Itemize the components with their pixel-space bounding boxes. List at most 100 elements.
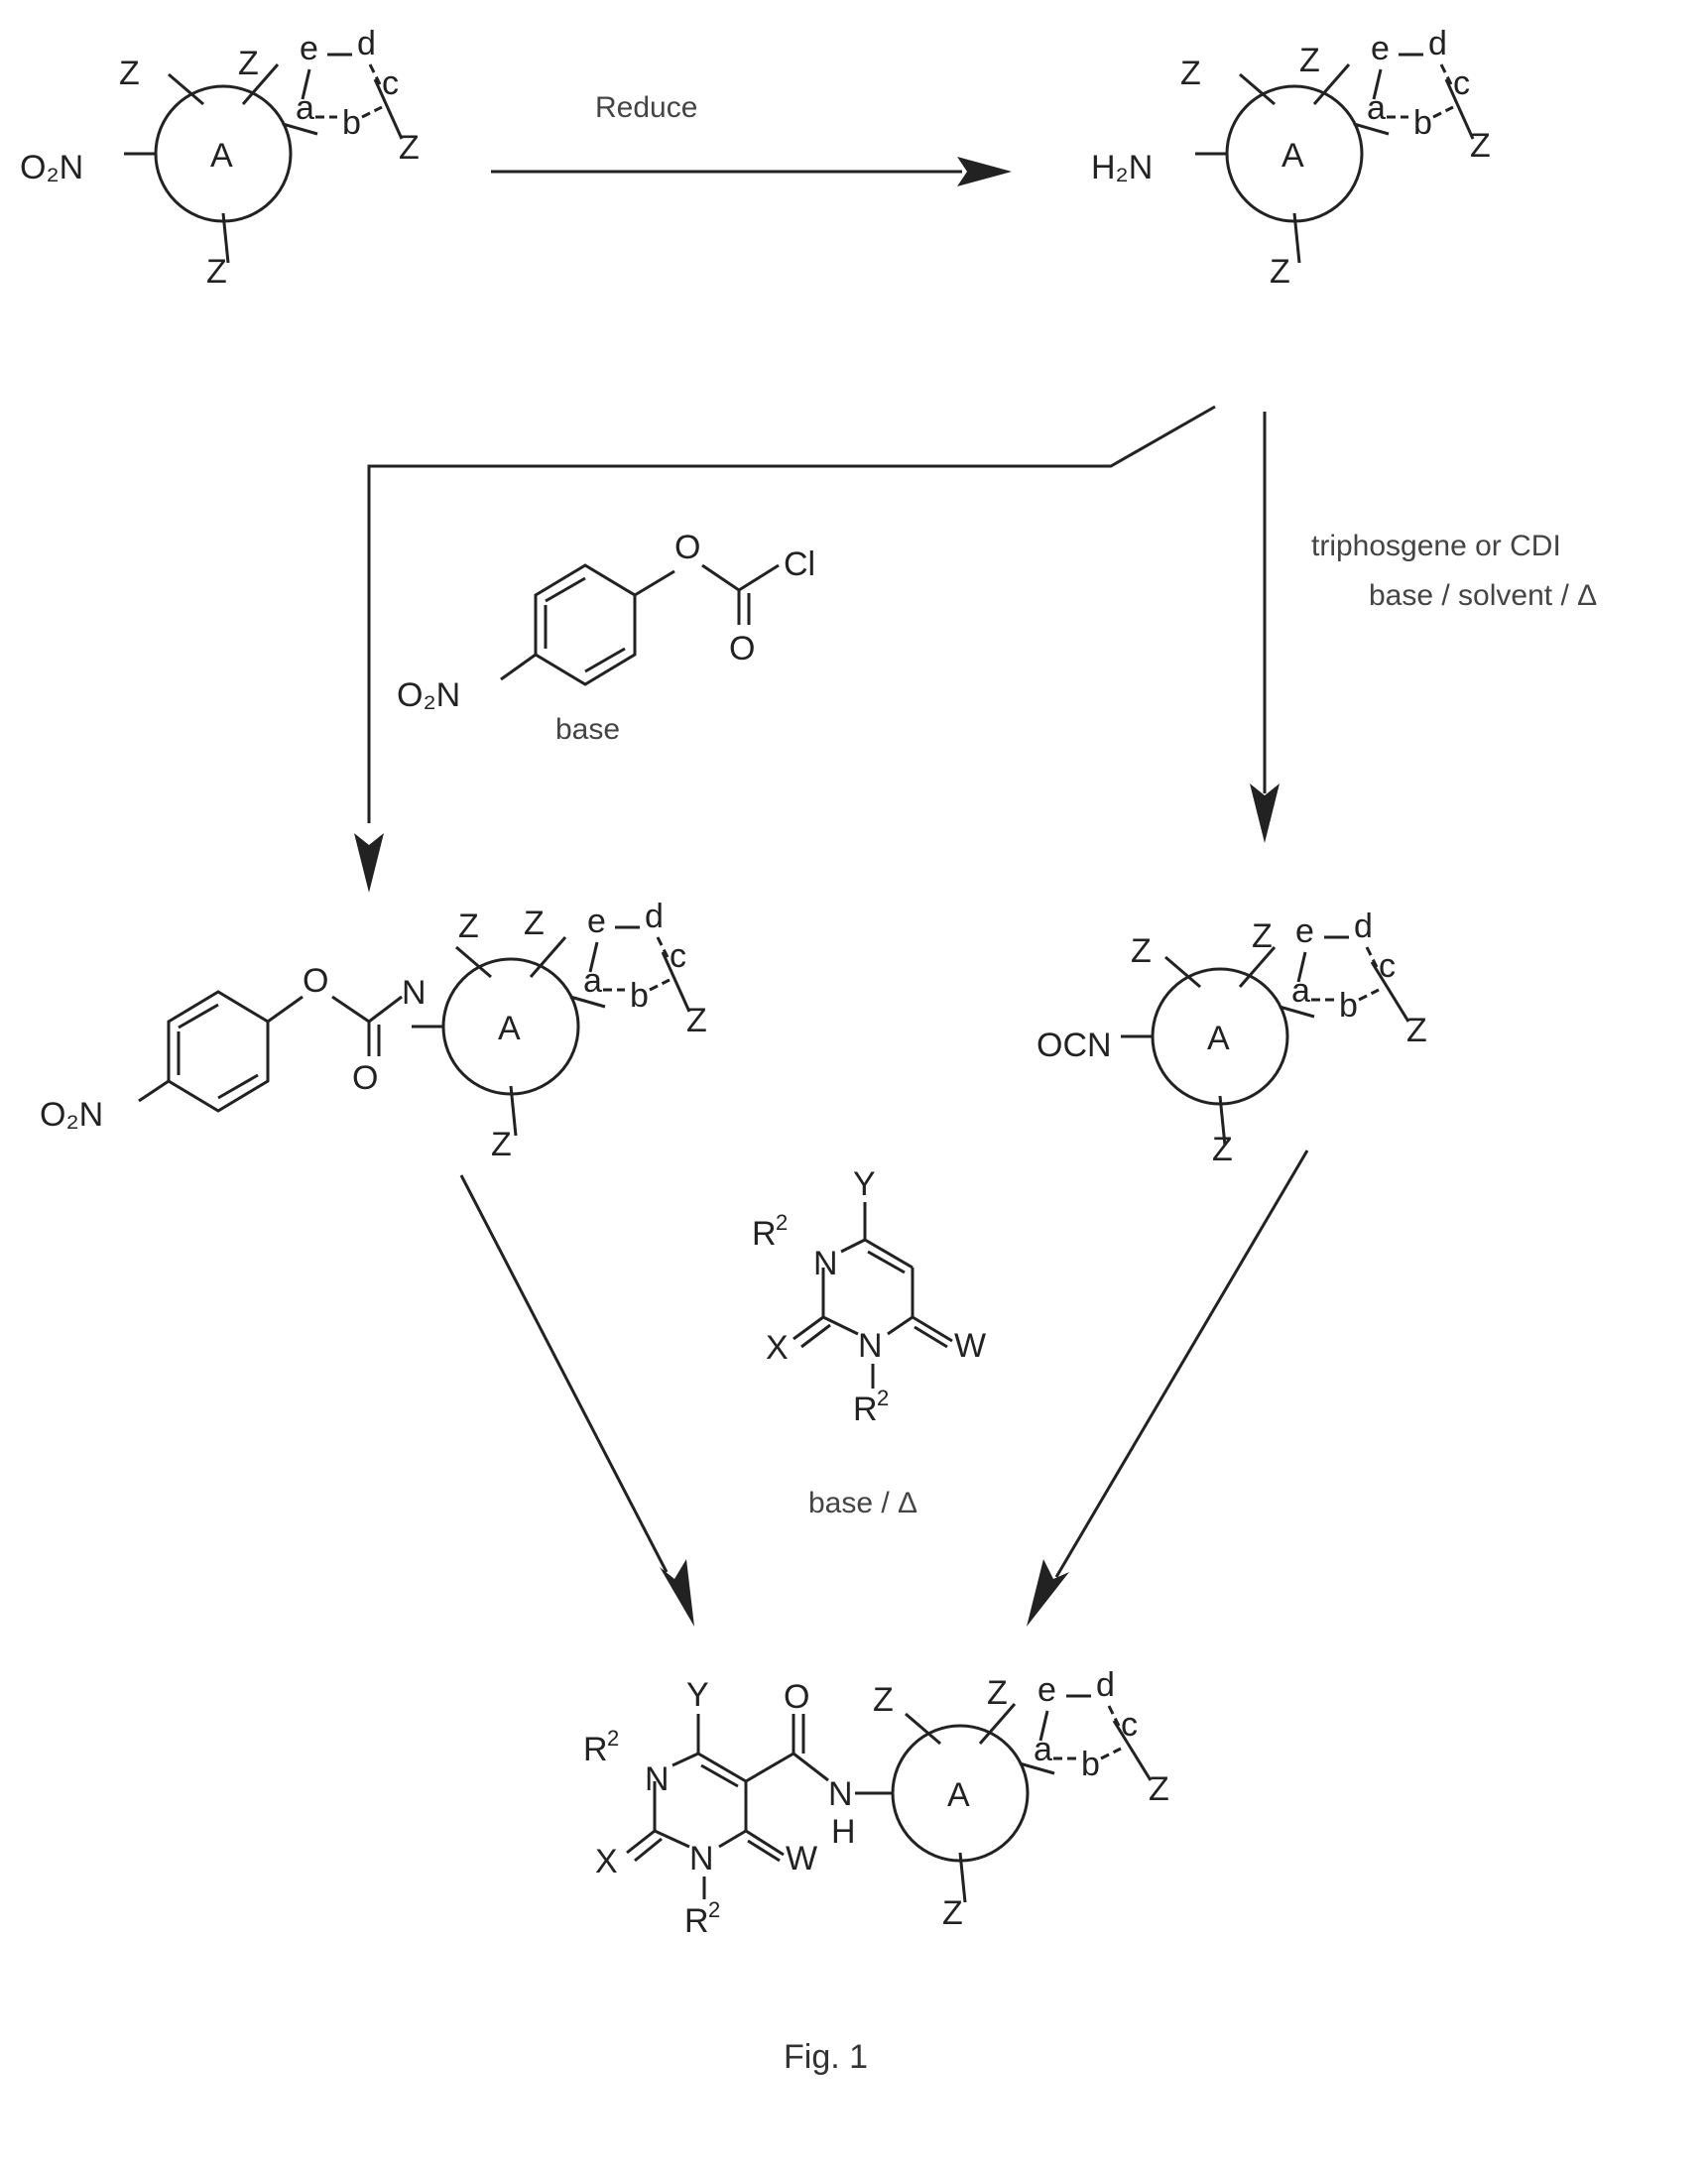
- bond-line: [888, 1317, 913, 1334]
- nitro-group-label: O₂N: [20, 149, 83, 186]
- z-label: Z: [1252, 917, 1273, 955]
- r2-label: R: [684, 1902, 709, 1940]
- figure-caption: Fig. 1: [784, 2038, 868, 2076]
- z-label: Z: [491, 1126, 512, 1163]
- reagent-base: base: [555, 713, 620, 746]
- r2-superscript: 2: [708, 1897, 720, 1922]
- nitro-group-label: O₂N: [397, 676, 460, 714]
- bond-line: [362, 107, 382, 117]
- atom-label-b: b: [1081, 1746, 1100, 1783]
- atom-label-e: e: [300, 30, 318, 67]
- z-label: Z: [206, 253, 227, 291]
- bond-line: [1433, 107, 1453, 117]
- x-label: X: [595, 1843, 618, 1880]
- compound-product: Y W N X N R 2 R 2 O N H A Z Z Z a b: [583, 1666, 1169, 1940]
- z-label: Z: [1406, 1012, 1427, 1049]
- bond-line: [585, 649, 625, 671]
- z-label: Z: [238, 45, 259, 82]
- bond-line: [1101, 1749, 1121, 1758]
- bond-line: [915, 1327, 947, 1347]
- z-label: Z: [1180, 55, 1201, 92]
- r2-superscript: 2: [776, 1210, 788, 1235]
- bond-line: [1359, 990, 1379, 1000]
- w-label: W: [954, 1327, 986, 1365]
- bond-line: [546, 578, 585, 601]
- y-label: Y: [686, 1676, 709, 1714]
- atom-label-c: c: [382, 64, 399, 102]
- bond-line: [179, 1005, 218, 1028]
- hydrogen-label: H: [831, 1813, 856, 1851]
- z-label: Z: [1299, 42, 1320, 79]
- ring-label-A: A: [210, 137, 233, 175]
- atom-label-c: c: [1453, 64, 1470, 102]
- atom-label-d: d: [645, 898, 664, 935]
- nitrogen-label: N: [858, 1327, 883, 1365]
- r2-label: R: [752, 1215, 777, 1253]
- nitrogen-label: N: [645, 1760, 670, 1798]
- bond-line: [169, 992, 268, 1111]
- z-label: Z: [987, 1674, 1008, 1712]
- r2-label: R: [853, 1391, 878, 1428]
- carbonyl-oxygen-label: O: [729, 630, 755, 667]
- compound-nitro-start: A Z Z Z O₂N a b c d e Z: [20, 25, 420, 291]
- arrowhead: [957, 157, 1012, 186]
- arrowhead: [354, 833, 384, 893]
- arrow-reduce: Reduce: [491, 91, 1012, 186]
- reagent-pyrimidine: Y W N X N R 2 R 2 base / Δ: [752, 1165, 986, 1519]
- z-label: Z: [1149, 1770, 1169, 1808]
- w-label: W: [786, 1840, 817, 1877]
- compound-carbamate: O₂N O O N A Z Z Z a b c d e Z: [40, 898, 707, 1163]
- bond-line: [702, 565, 739, 590]
- z-label: Z: [686, 1002, 707, 1039]
- r2-superscript: 2: [877, 1386, 889, 1410]
- arrow-right-branch: triphosgene or CDI base / solvent / Δ: [1250, 412, 1597, 843]
- z-label: Z: [119, 55, 140, 92]
- atom-label-e: e: [587, 903, 606, 940]
- reagent-nitrophenyl-chloroformate: O O Cl O₂N base: [397, 529, 815, 746]
- bond-line: [793, 1317, 823, 1339]
- bond-line: [369, 407, 1215, 823]
- atom-label-c: c: [670, 937, 686, 975]
- x-label: X: [766, 1329, 789, 1367]
- bond-line: [501, 655, 536, 679]
- bond-line: [635, 571, 674, 595]
- z-label: Z: [1270, 253, 1290, 291]
- nitrogen-label: N: [689, 1840, 714, 1877]
- oxygen-label: O: [303, 962, 328, 1000]
- r2-label: R: [583, 1731, 608, 1768]
- arrowhead: [1027, 1559, 1069, 1627]
- amine-group-label: H₂N: [1091, 149, 1153, 186]
- reagent-triphosgene: triphosgene or CDI: [1311, 530, 1561, 562]
- nitrogen-label: N: [813, 1245, 838, 1282]
- z-label: Z: [942, 1894, 963, 1932]
- bond-line: [332, 997, 369, 1022]
- carbonyl-oxygen-label: O: [784, 1678, 809, 1716]
- reagent-base-solvent-heat: base / solvent / Δ: [1369, 579, 1597, 612]
- bond-line: [793, 1754, 828, 1780]
- atom-label-b: b: [342, 104, 361, 142]
- nitrogen-label: N: [402, 974, 427, 1012]
- bond-line: [536, 565, 635, 684]
- ring-label-A: A: [498, 1010, 521, 1047]
- atom-label-b: b: [1413, 104, 1432, 142]
- reagent-reduce: Reduce: [595, 91, 697, 124]
- atom-label-b: b: [630, 977, 649, 1015]
- compound-isocyanate: A Z Z Z OCN a b c d e Z: [1037, 908, 1427, 1168]
- atom-label-e: e: [1371, 30, 1390, 67]
- atom-label-e: e: [1295, 912, 1314, 950]
- z-label: Z: [399, 129, 420, 167]
- z-label: Z: [458, 908, 479, 945]
- z-label: Z: [524, 905, 545, 942]
- bond-line: [719, 1831, 746, 1847]
- bond-line: [650, 980, 670, 990]
- bond-line: [139, 1081, 169, 1101]
- ring-label-A: A: [1207, 1020, 1230, 1057]
- oxygen-label: O: [674, 529, 700, 566]
- bond-line: [868, 1252, 905, 1272]
- z-label: Z: [1212, 1131, 1233, 1168]
- atom-label-d: d: [1096, 1666, 1115, 1704]
- ring-label-A: A: [947, 1776, 970, 1814]
- bond-line: [701, 1765, 738, 1786]
- bond-line: [1056, 1150, 1307, 1577]
